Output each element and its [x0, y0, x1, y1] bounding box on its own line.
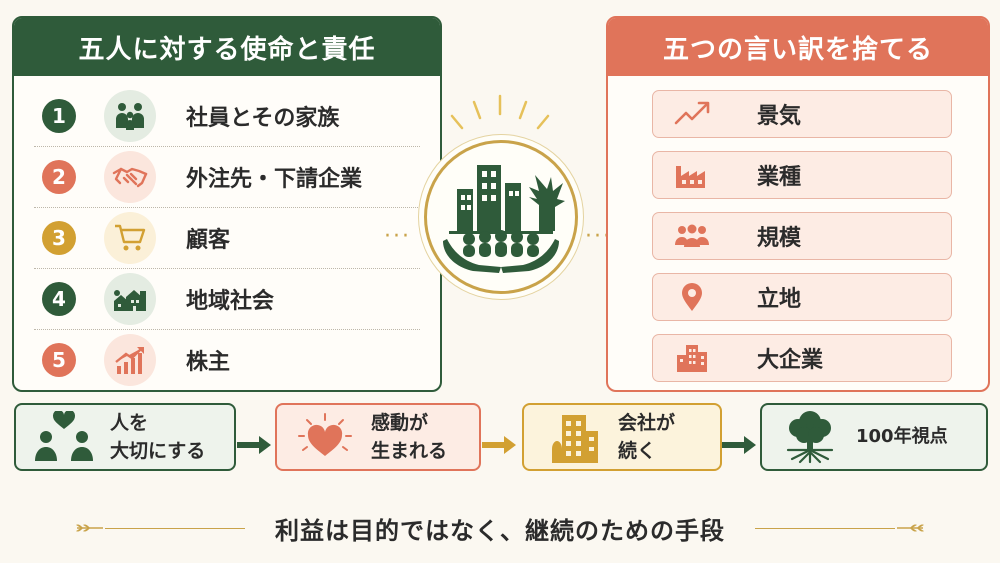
- flow-text-line1: 会社が: [618, 412, 676, 434]
- number-badge: 2: [42, 160, 76, 194]
- community-houses-icon: [104, 273, 156, 325]
- flow-text-line1: 人を: [110, 412, 149, 434]
- connector-dots-right: ···: [585, 224, 612, 249]
- growth-chart-icon: [104, 334, 156, 386]
- stakeholder-label: 地域社会: [186, 289, 275, 314]
- excuse-label: 立地: [757, 287, 802, 312]
- handshake-icon: [104, 151, 156, 203]
- people-heart-icon: [32, 411, 96, 463]
- stakeholder-row-3: 3 顧客: [34, 208, 420, 269]
- footer-divider-right: [755, 527, 895, 529]
- excuse-label: 業種: [757, 165, 802, 190]
- flow-arrow-icon: [722, 436, 756, 454]
- flow-step-4: 100年視点: [760, 403, 988, 471]
- flow-text-line1: 感動が: [371, 412, 429, 434]
- flow-step-2: 感動が生まれる: [275, 403, 481, 471]
- connector-dots-left: ···: [384, 224, 411, 249]
- shopping-cart-icon: [104, 212, 156, 264]
- stakeholder-label: 顧客: [186, 228, 231, 253]
- laurel-right-icon: [897, 524, 924, 532]
- stakeholder-label: 株主: [186, 350, 231, 375]
- company-building-icon: [540, 409, 604, 465]
- office-building-icon: [673, 343, 723, 373]
- flow-arrow-icon: [237, 436, 271, 454]
- flow-step-3: 会社が続く: [522, 403, 722, 471]
- footer-slogan: 利益は目的ではなく、継続のための手段: [275, 515, 725, 545]
- excuse-row-4: 立地: [652, 273, 952, 321]
- footer-divider-left: [105, 527, 245, 529]
- excuse-label: 景気: [757, 104, 802, 129]
- laurel-left-icon: [76, 524, 103, 532]
- flow-text-line2: 続く: [618, 440, 657, 462]
- stakeholders-title: 五人に対する使命と責任: [14, 18, 440, 76]
- stakeholder-label: 社員とその家族: [186, 106, 340, 131]
- flow-step-1: 人を大切にする: [14, 403, 236, 471]
- stakeholder-row-1: 1 社員とその家族: [34, 86, 420, 147]
- people-group-icon: [673, 221, 723, 251]
- stakeholder-row-4: 4 地域社会: [34, 269, 420, 330]
- stakeholder-label: 外注先・下請企業: [186, 167, 363, 192]
- emblem-circle: [424, 140, 578, 294]
- glowing-heart-icon: [293, 410, 357, 464]
- number-badge: 5: [42, 343, 76, 377]
- stakeholders-panel: 五人に対する使命と責任 1 社員とその家族 2 外注先・下請企業 3 顧客 4: [12, 16, 442, 392]
- center-emblem: [418, 92, 583, 352]
- factory-icon: [673, 160, 723, 190]
- family-icon: [104, 90, 156, 142]
- trend-arrow-icon: [673, 99, 723, 129]
- excuse-row-1: 景気: [652, 90, 952, 138]
- excuses-panel: 五つの言い訳を捨てる 景気 業種 規模 立地: [606, 16, 990, 392]
- stakeholder-row-5: 5 株主: [34, 330, 420, 390]
- excuse-row-5: 大企業: [652, 334, 952, 382]
- tree-roots-icon: [778, 408, 842, 466]
- excuse-label: 大企業: [757, 348, 824, 373]
- flow-text-line1: 100年視点: [856, 426, 948, 447]
- number-badge: 4: [42, 282, 76, 316]
- number-badge: 3: [42, 221, 76, 255]
- footer: 利益は目的ではなく、継続のための手段: [0, 506, 1000, 550]
- number-badge: 1: [42, 99, 76, 133]
- location-pin-icon: [673, 282, 723, 312]
- excuse-label: 規模: [757, 226, 802, 251]
- city-people-hands-icon: [443, 165, 565, 273]
- excuse-row-2: 業種: [652, 151, 952, 199]
- flow-arrow-icon: [482, 436, 516, 454]
- flow-text-line2: 生まれる: [371, 440, 448, 462]
- excuse-row-3: 規模: [652, 212, 952, 260]
- stakeholder-row-2: 2 外注先・下請企業: [34, 147, 420, 208]
- flow-text-line2: 大切にする: [110, 440, 206, 462]
- excuses-title: 五つの言い訳を捨てる: [608, 18, 988, 76]
- sun-rays-icon: [450, 94, 550, 130]
